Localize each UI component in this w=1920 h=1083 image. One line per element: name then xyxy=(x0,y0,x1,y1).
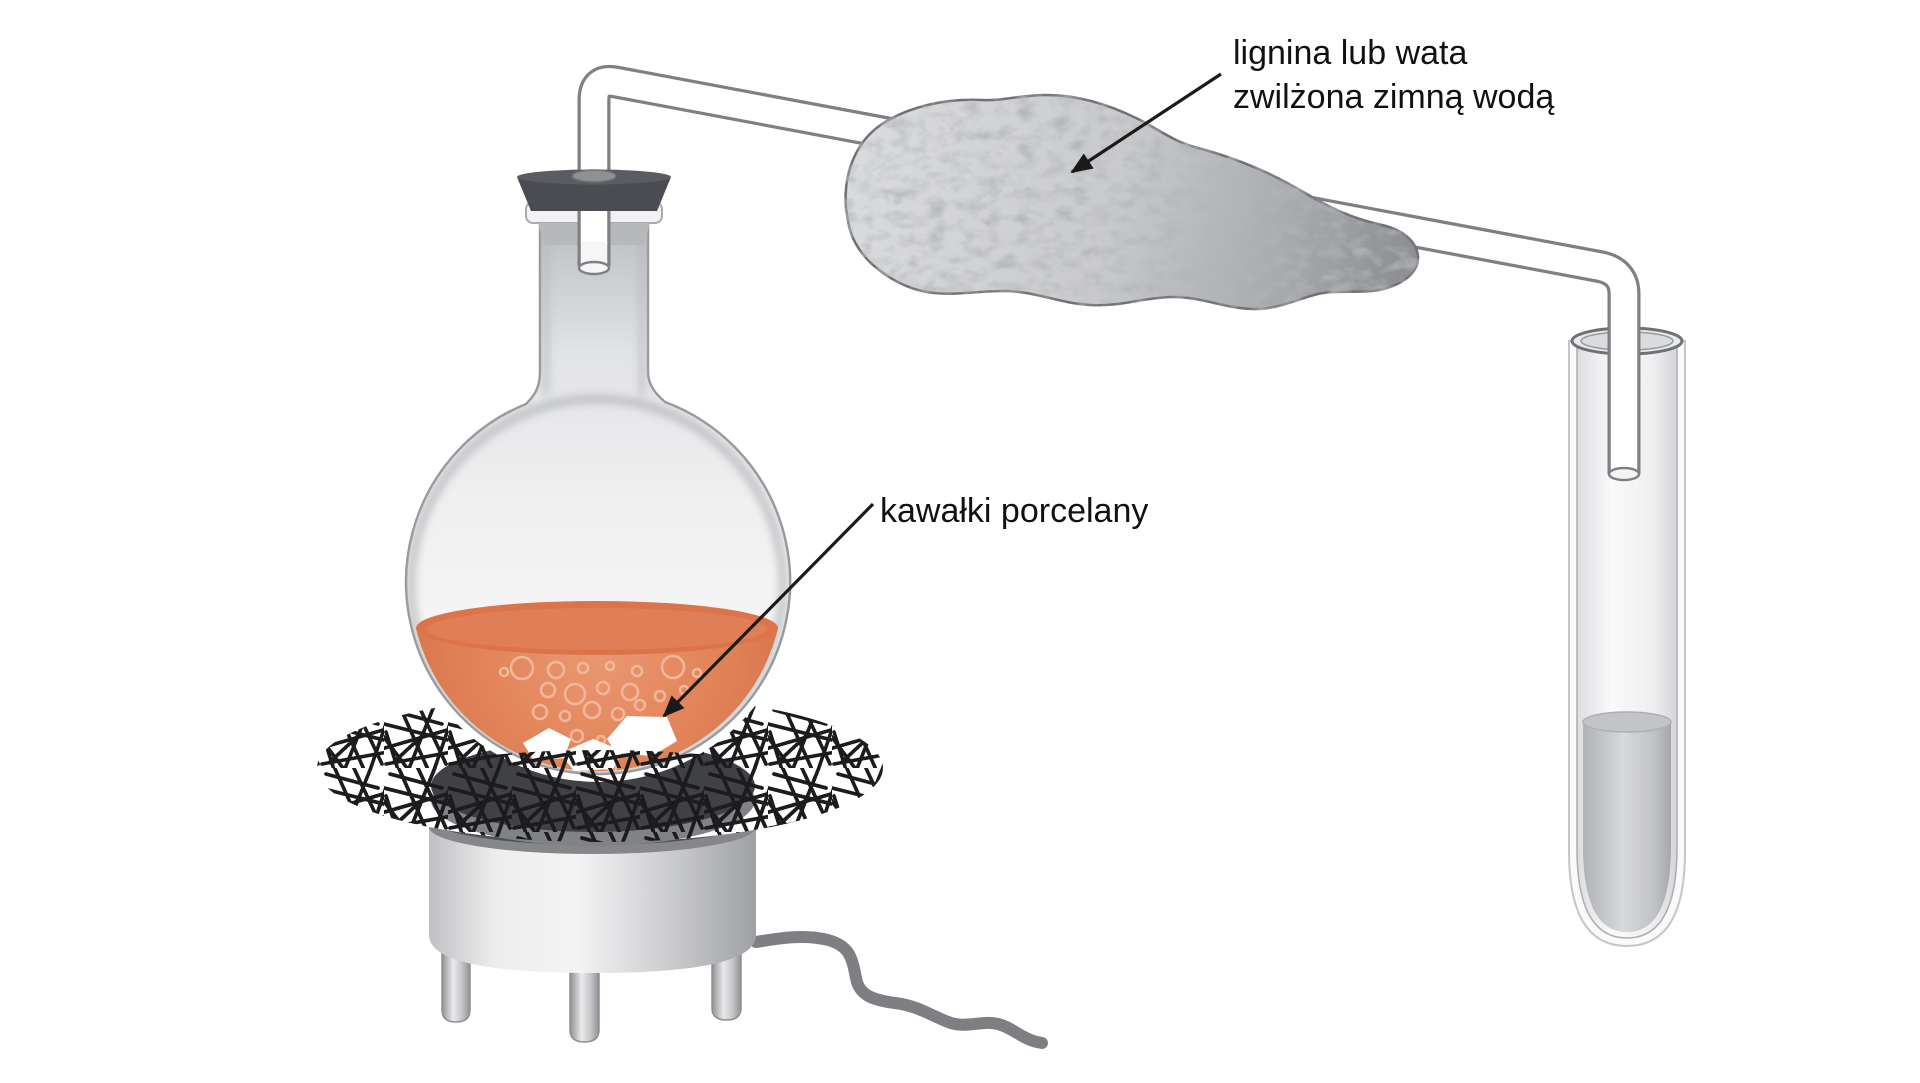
power-cord xyxy=(750,930,1048,1049)
porcelain-piece xyxy=(607,716,677,756)
cotton-arrow xyxy=(1070,72,1222,174)
heater-body xyxy=(429,822,756,973)
gauze-front xyxy=(365,750,835,840)
round-bottom-flask xyxy=(398,201,799,782)
annotations: lignina lub wata zwilżona zimną wodą kaw… xyxy=(662,34,1554,718)
bubbles xyxy=(498,654,703,774)
test-tube xyxy=(1568,326,1686,948)
cotton-wool-wrap xyxy=(844,93,1420,311)
liquid-surface-inner xyxy=(427,608,767,650)
stopper-tube-hole xyxy=(571,169,617,183)
neck-inner-shadow xyxy=(543,225,645,395)
delivery-tube-outlet xyxy=(1607,466,1641,482)
cotton-label-line2: zwilżona zimną wodą xyxy=(1233,78,1554,116)
porcelain-label: kawałki porcelany xyxy=(880,492,1148,530)
collected-liquid xyxy=(1582,711,1672,932)
collected-liquid-surface xyxy=(1582,711,1672,733)
heater-legs xyxy=(441,949,742,1043)
rubber-stopper xyxy=(517,169,671,211)
flask-liquid xyxy=(416,601,778,772)
cotton-label-line1: lignina lub wata xyxy=(1233,34,1467,72)
tube-inside-neck-opening xyxy=(577,260,611,276)
porcelain-arrow xyxy=(662,502,875,718)
tube-inside-neck xyxy=(577,242,611,276)
